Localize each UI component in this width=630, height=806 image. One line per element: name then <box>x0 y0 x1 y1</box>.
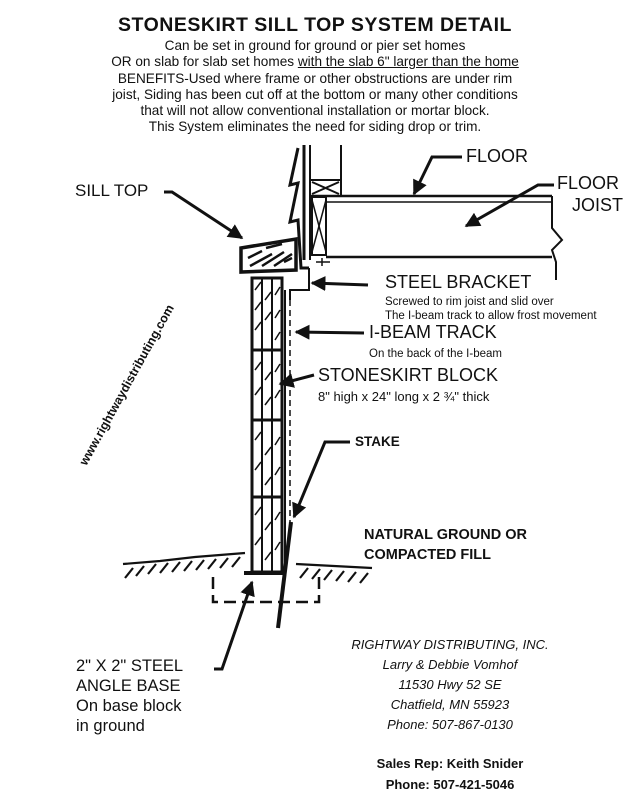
label-angle-base-2: ANGLE BASE <box>76 677 181 695</box>
intro-line-5: that will not allow conventional install… <box>140 103 490 119</box>
floor-arrow <box>412 155 462 196</box>
label-ground-1: NATURAL GROUND OR <box>364 527 527 543</box>
sill-top-block <box>239 236 298 274</box>
intro-line-2-prefix: OR on slab for slab set homes <box>111 54 298 70</box>
steel-bracket-arrow <box>310 275 369 291</box>
intro-line-4: joist, Siding has been cut off at the bo… <box>112 86 518 102</box>
ibeam-track-arrow <box>294 324 365 340</box>
ibeam-track <box>284 290 291 572</box>
floor-joist-arrow <box>464 183 554 228</box>
contact-city: Chatfield, MN 55923 <box>390 697 510 712</box>
intro-line-2: OR on slab for slab set homes with the s… <box>0 54 630 70</box>
label-angle-base: 2" X 2" STEEL ANGLE BASE On base block i… <box>76 656 183 736</box>
label-angle-base-4: in ground <box>76 717 145 735</box>
angle-base-arrow <box>214 580 255 671</box>
intro-line-6: This System eliminates the need for sidi… <box>148 119 482 135</box>
label-stoneskirt-block: STONESKIRT BLOCK <box>318 365 499 385</box>
contact-phone: Phone: 507-867-0130 <box>387 717 513 732</box>
intro-line-1: Can be set in ground for ground or pier … <box>164 38 466 53</box>
label-stake: STAKE <box>355 434 400 449</box>
label-floor: FLOOR <box>466 146 529 166</box>
contact-names: Larry & Debbie Vomhof <box>382 657 518 672</box>
label-floor-joist-1: FLOOR <box>557 173 620 193</box>
label-angle-base-1: 2" X 2" STEEL <box>76 657 184 675</box>
steel-bracket-desc-1: Screwed to rim joist and slid over <box>385 296 554 308</box>
sill-top-arrow <box>164 190 244 240</box>
sales-rep-block: Sales Rep: Keith Snider Phone: 507-421-5… <box>330 753 570 795</box>
ibeam-track-desc: On the back of the I-beam <box>369 348 502 360</box>
sales-rep-phone: Phone: 507-421-5046 <box>385 777 515 792</box>
label-ground-2: COMPACTED FILL <box>364 547 491 563</box>
label-angle-base-3: On base block <box>76 697 182 715</box>
contact-block: RIGHTWAY DISTRIBUTING, INC. Larry & Debb… <box>330 635 570 735</box>
floor-deck <box>310 194 564 280</box>
stoneskirt-block-arrow <box>278 373 315 388</box>
label-sill-top: SILL TOP <box>75 181 149 200</box>
siding <box>288 147 309 270</box>
base-block <box>211 577 321 604</box>
intro-text: Can be set in ground for ground or pier … <box>0 38 630 136</box>
diagram-title: STONESKIRT SILL TOP SYSTEM DETAIL <box>118 14 512 36</box>
stoneskirt-block-desc: 8" high x 24" long x 2 ¾" thick <box>318 389 490 404</box>
ground-hatch <box>122 551 373 584</box>
label-ground: NATURAL GROUND OR COMPACTED FILL <box>364 525 527 565</box>
label-steel-bracket: STEEL BRACKET <box>385 272 532 292</box>
stake-arrow <box>292 440 350 519</box>
company-name: RIGHTWAY DISTRIBUTING, INC. <box>351 637 549 652</box>
steel-bracket-desc-2: The I-beam track to allow frost movement <box>385 310 597 322</box>
steel-bracket <box>289 268 310 300</box>
wall-framing <box>302 145 342 266</box>
sales-rep-name: Sales Rep: Keith Snider <box>376 756 524 771</box>
intro-line-3: BENEFITS-Used where frame or other obstr… <box>117 70 513 86</box>
label-ibeam-track: I-BEAM TRACK <box>369 322 497 342</box>
contact-address: 11530 Hwy 52 SE <box>398 677 502 692</box>
label-floor-joist-2: JOIST <box>572 195 624 215</box>
intro-line-2-underlined: with the slab 6" larger than the home <box>297 54 519 70</box>
stoneskirt-blocks <box>250 276 284 574</box>
